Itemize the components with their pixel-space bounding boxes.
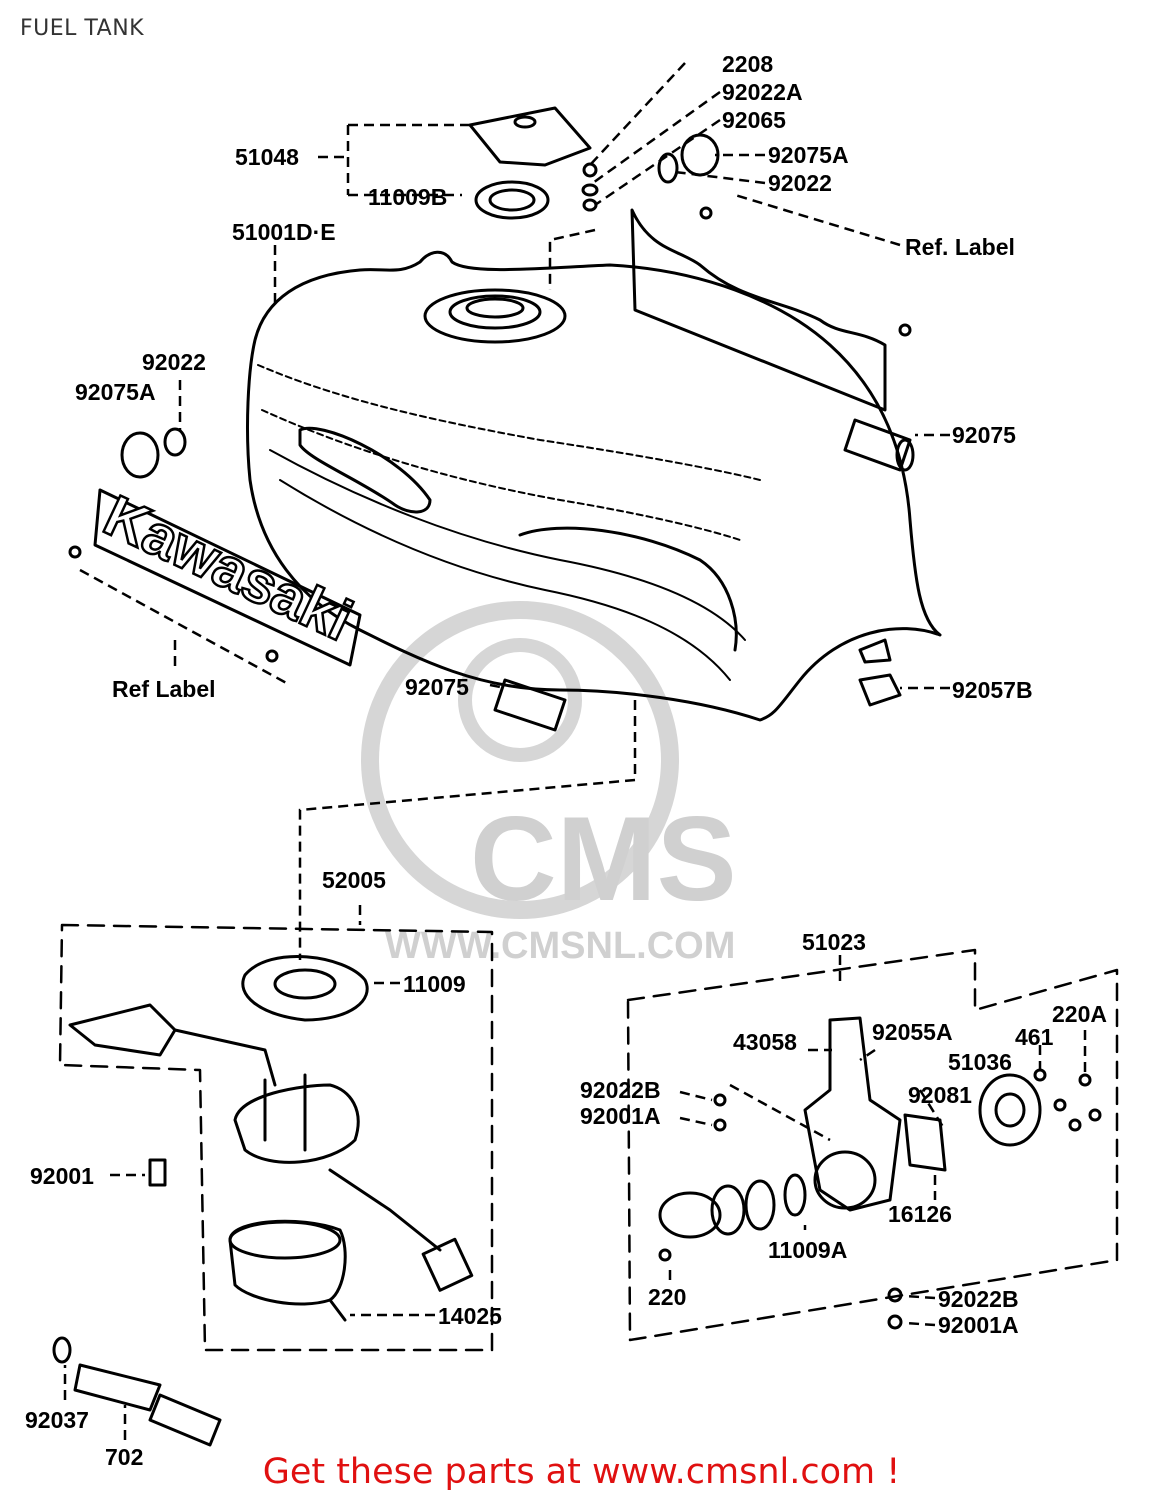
part-label-92037: 92037 bbox=[25, 1407, 89, 1433]
part-label-11009A: 11009A bbox=[768, 1237, 847, 1263]
part-label-14025: 14025 bbox=[438, 1303, 502, 1329]
part-label-220: 220 bbox=[648, 1284, 686, 1310]
part-label-92065: 92065 bbox=[722, 107, 786, 133]
part-label-92055A: 92055A bbox=[872, 1019, 953, 1045]
cap-gasket bbox=[474, 180, 550, 220]
part-label-702: 702 bbox=[105, 1444, 143, 1470]
part-label-2208: 2208 bbox=[722, 51, 773, 77]
tank-cushion bbox=[858, 673, 902, 707]
damper-left bbox=[120, 431, 160, 479]
part-label-92001: 92001 bbox=[30, 1163, 94, 1189]
part-label-11009B: 11009B bbox=[368, 184, 447, 210]
fuel-hose bbox=[73, 1363, 162, 1412]
part-label-51001DE: 51001D·E bbox=[232, 219, 336, 245]
part-label-51036: 51036 bbox=[948, 1049, 1012, 1075]
part-label-92057B: 92057B bbox=[952, 677, 1033, 703]
fuel-gauge-kit-outline bbox=[58, 923, 494, 1352]
fuel-cock-kit-outline bbox=[626, 948, 1119, 1342]
part-label-92075-bottom: 92075 bbox=[405, 674, 469, 700]
part-label-461: 461 bbox=[1015, 1024, 1054, 1050]
fuel-cock-plate bbox=[903, 1113, 947, 1172]
part-label-92075-right: 92075 bbox=[952, 422, 1016, 448]
part-label-ref-label-top: Ref. Label bbox=[905, 234, 1015, 260]
watermark-logo: CMS bbox=[470, 792, 737, 926]
part-label-51023: 51023 bbox=[802, 929, 866, 955]
tank-knee-recess bbox=[298, 426, 432, 514]
part-label-92075A-top: 92075A bbox=[768, 142, 849, 168]
fuel-cap bbox=[468, 106, 592, 167]
part-label-92022-left: 92022 bbox=[142, 349, 206, 375]
part-label-43058: 43058 bbox=[733, 1029, 797, 1055]
ref-label-plate-top bbox=[630, 208, 887, 412]
fuel-cock-lever bbox=[803, 1016, 902, 1212]
kawasaki-decal bbox=[93, 488, 362, 667]
damper-right bbox=[843, 418, 912, 472]
fuel-strainer bbox=[228, 1219, 347, 1306]
part-label-16126: 16126 bbox=[888, 1201, 952, 1227]
fuel-cock-diaphragm bbox=[978, 1073, 1042, 1147]
filler-neck bbox=[423, 288, 567, 344]
part-label-92081: 92081 bbox=[908, 1082, 972, 1108]
part-label-92022A: 92022A bbox=[722, 79, 803, 105]
part-label-92075A-left: 92075A bbox=[75, 379, 156, 405]
fuel-tank-body bbox=[246, 250, 942, 722]
fuel-level-sender bbox=[233, 1083, 360, 1164]
page-title: FUEL TANK bbox=[20, 16, 145, 41]
part-label-92001A-bottom: 92001A bbox=[938, 1312, 1019, 1338]
kawasaki-decal-text: Kawasaki bbox=[95, 483, 362, 654]
part-label-92001A-left: 92001A bbox=[580, 1103, 661, 1129]
part-label-92022B-bottom: 92022B bbox=[938, 1286, 1019, 1312]
part-label-11009: 11009 bbox=[403, 971, 466, 997]
part-label-ref-label-left: Ref Label bbox=[112, 676, 216, 702]
part-label-220A: 220A bbox=[1052, 1001, 1107, 1027]
cms-watermark: CMS WWW.CMSNL.COM bbox=[361, 601, 737, 967]
part-label-52005: 52005 bbox=[322, 867, 386, 893]
gauge-gasket bbox=[241, 955, 369, 1022]
damper-bottom bbox=[493, 678, 567, 732]
part-label-92022B-left: 92022B bbox=[580, 1077, 661, 1103]
part-label-51048: 51048 bbox=[235, 144, 299, 170]
cmsnl-promo-link[interactable]: Get these parts at www.cmsnl.com ! bbox=[262, 1452, 901, 1492]
watermark-url: WWW.CMSNL.COM bbox=[385, 925, 735, 967]
part-label-92022-top: 92022 bbox=[768, 170, 832, 196]
